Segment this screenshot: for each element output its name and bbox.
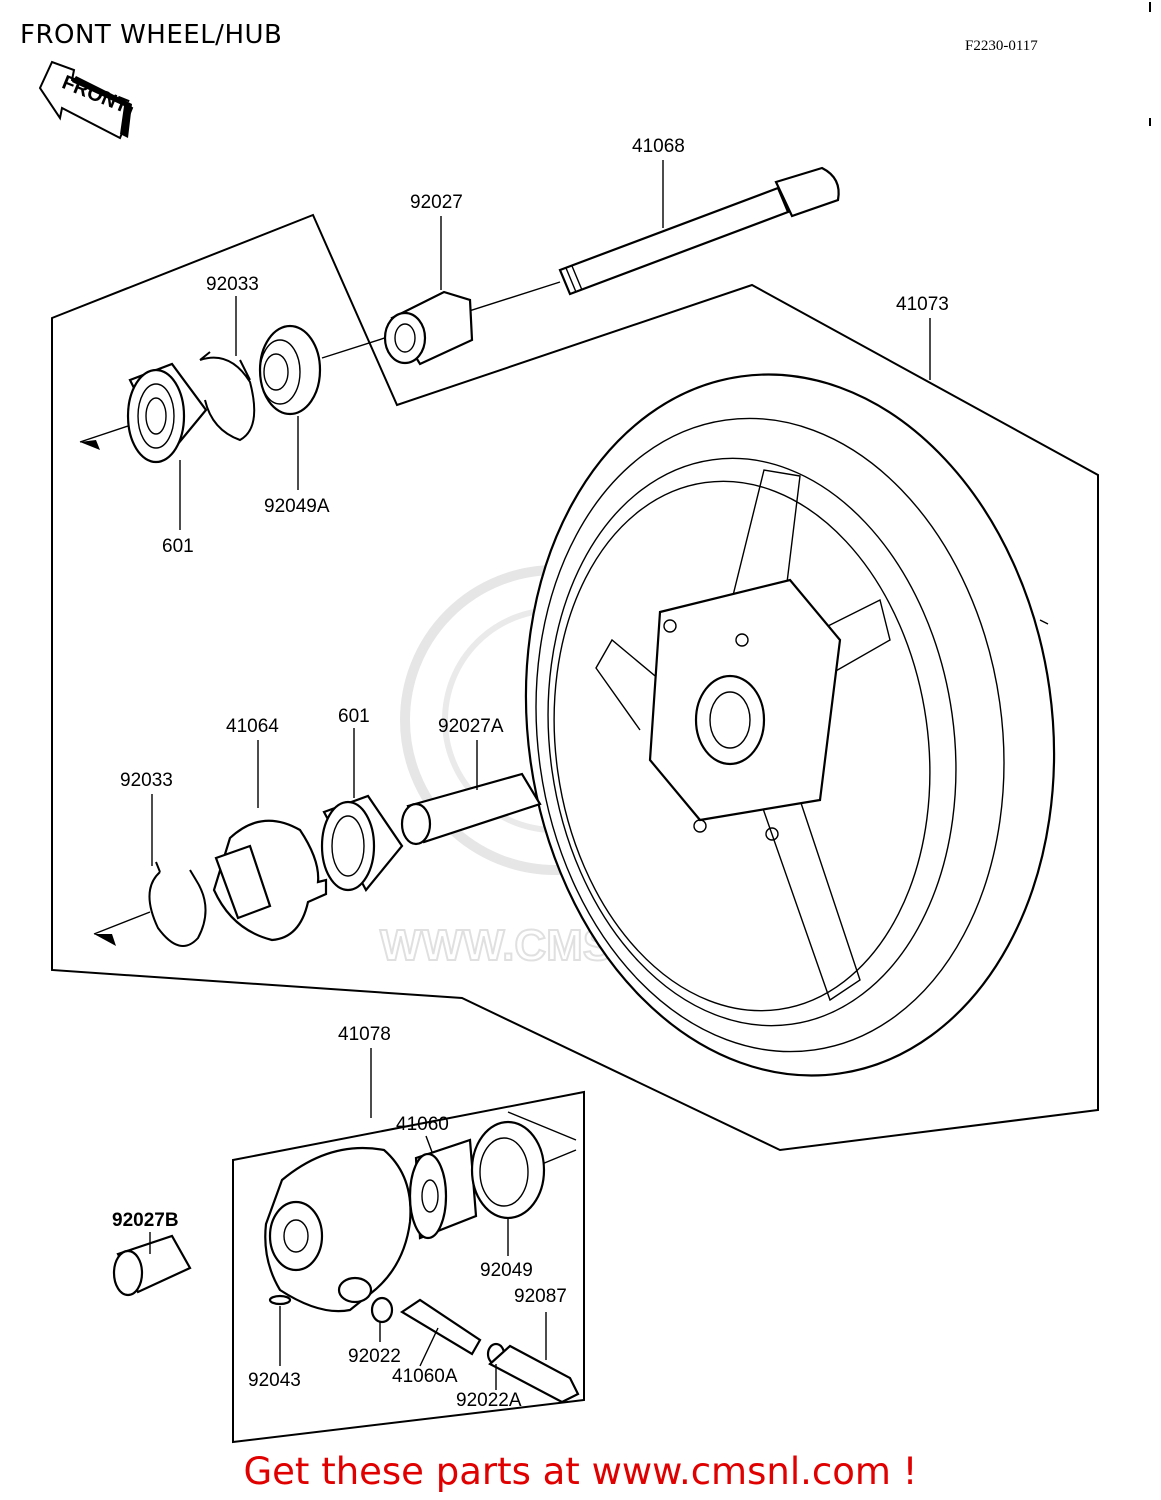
bushing-92087	[488, 1344, 580, 1404]
diagram-code: F2230-0117	[965, 38, 1038, 54]
label-41068: 41068	[632, 136, 685, 157]
label-92049a: 92049A	[264, 496, 330, 517]
get-parts-link[interactable]: Get these parts at www.cmsnl.com !	[243, 1450, 918, 1493]
bearing-601-mid	[320, 794, 404, 892]
label-41060a: 41060A	[392, 1366, 458, 1387]
label-92049: 92049	[480, 1260, 533, 1281]
collar-92027b	[112, 1234, 192, 1297]
label-601-mid: 601	[338, 706, 370, 727]
wheel-group-outline	[51, 213, 1099, 1152]
label-92033-mid: 92033	[120, 770, 173, 791]
label-92033-top: 92033	[206, 274, 259, 295]
label-41064: 41064	[226, 716, 279, 737]
spacer-92027a	[400, 772, 542, 846]
bearing-92049a	[258, 324, 322, 416]
arrow-line-mid	[93, 911, 151, 935]
label-41060: 41060	[396, 1114, 449, 1135]
label-601-top: 601	[162, 536, 194, 557]
front-wheel-rim	[524, 373, 1056, 1077]
leader-lines	[149, 160, 931, 1390]
label-92027: 92027	[410, 192, 463, 213]
oil-seal-92049	[470, 1120, 546, 1220]
page-title: FRONT WHEEL/HUB	[20, 20, 283, 50]
drive-gear-41060	[408, 1138, 478, 1240]
label-92027b: 92027B	[112, 1210, 179, 1231]
label-92027a: 92027A	[438, 716, 504, 737]
front-arrow-label: FRONT	[59, 72, 131, 118]
label-92087: 92087	[514, 1286, 567, 1307]
pin-92043	[268, 1294, 292, 1306]
axle-shaft	[558, 166, 840, 296]
label-92043: 92043	[248, 1370, 301, 1391]
gear-housing-outline	[232, 1090, 585, 1444]
arrow-line-top	[79, 423, 135, 443]
front-arrow-icon: FRONT	[38, 60, 134, 140]
bearing-601-top	[126, 362, 208, 464]
label-41073: 41073	[896, 294, 949, 315]
circlip-92033-top	[199, 351, 256, 442]
speedo-drive-plate	[212, 819, 328, 942]
collar-92027	[383, 290, 474, 366]
speedo-gearbox	[264, 1146, 412, 1313]
label-92022: 92022	[348, 1346, 401, 1367]
washer-92022	[370, 1296, 394, 1324]
circlip-92033-mid	[148, 861, 207, 947]
pinion-41060a	[399, 1298, 482, 1356]
label-92022a: 92022A	[456, 1390, 522, 1411]
label-41078: 41078	[338, 1024, 391, 1045]
